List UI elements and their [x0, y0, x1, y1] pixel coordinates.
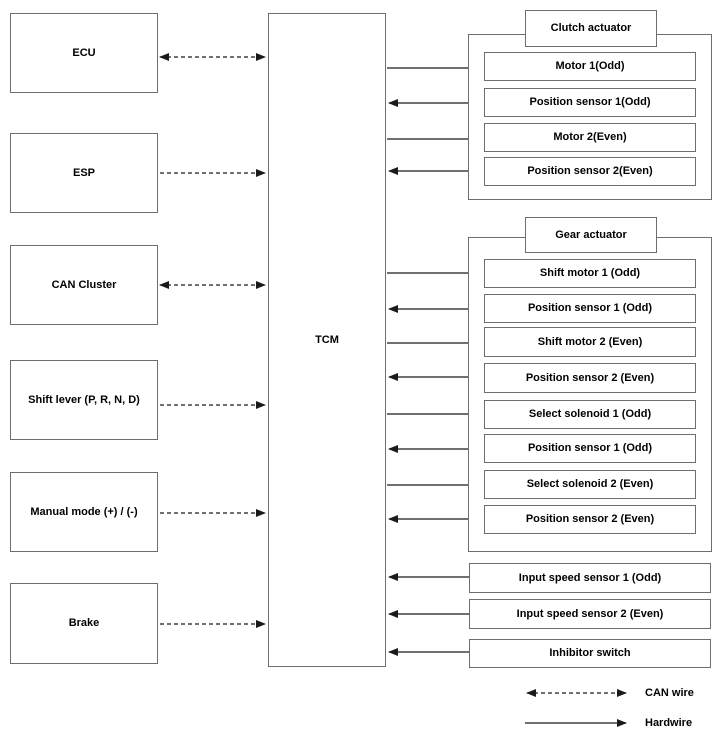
legend-can-wire-label: CAN wire: [645, 687, 694, 699]
module-ecu: ECU: [10, 13, 158, 93]
module-manual-mode: Manual mode (+) / (-): [10, 472, 158, 552]
module-shift-lever: Shift lever (P, R, N, D): [10, 360, 158, 440]
component-select-solenoid-1-odd: Select solenoid 1 (Odd): [484, 400, 696, 429]
input-speed-sensor-2-box: Input speed sensor 2 (Even): [469, 599, 711, 629]
component-shift-motor-2-even: Shift motor 2 (Even): [484, 327, 696, 357]
component-position-sensor-1-odd-gear: Position sensor 1 (Odd): [484, 294, 696, 323]
gear-actuator-title: Gear actuator: [525, 217, 657, 253]
legend-hardwire-label: Hardwire: [645, 717, 693, 729]
component-position-sensor-2-even-clutch: Position sensor 2(Even): [484, 157, 696, 186]
gear-actuator-group: [468, 237, 712, 552]
tcm-box: TCM: [268, 13, 386, 667]
component-motor-1-odd: Motor 1(Odd): [484, 52, 696, 81]
clutch-actuator-title: Clutch actuator: [525, 10, 657, 47]
component-position-sensor-2-even-gear-2: Position sensor 2 (Even): [484, 505, 696, 534]
module-brake: Brake: [10, 583, 158, 664]
component-motor-2-even: Motor 2(Even): [484, 123, 696, 152]
module-can-cluster: CAN Cluster: [10, 245, 158, 325]
module-esp: ESP: [10, 133, 158, 213]
input-speed-sensor-1-box: Input speed sensor 1 (Odd): [469, 563, 711, 593]
component-position-sensor-1-odd-gear-2: Position sensor 1 (Odd): [484, 434, 696, 463]
component-shift-motor-1-odd: Shift motor 1 (Odd): [484, 259, 696, 288]
inhibitor-switch-box: Inhibitor switch: [469, 639, 711, 668]
component-position-sensor-2-even-gear: Position sensor 2 (Even): [484, 363, 696, 393]
component-position-sensor-1-odd-clutch: Position sensor 1(Odd): [484, 88, 696, 117]
component-select-solenoid-2-even: Select solenoid 2 (Even): [484, 470, 696, 499]
